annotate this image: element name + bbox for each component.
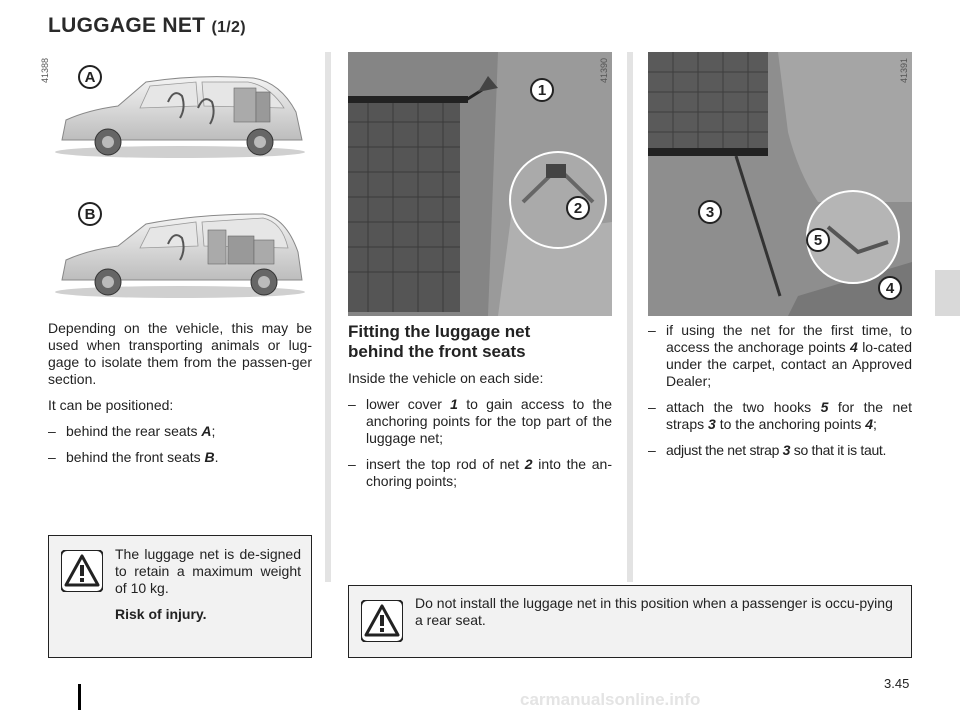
warning-triangle-icon (61, 550, 103, 592)
callout-4: 4 (878, 276, 902, 300)
anchoring-photo-figure: 41391 3 5 4 (648, 52, 912, 316)
figure-label-b: B (78, 202, 102, 226)
weight-warning-box: The luggage net is de-signed to retain a… (48, 535, 312, 658)
section-heading: Fitting the luggage net behind the front… (348, 322, 531, 361)
inside-paragraph: Inside the vehicle on each side: (348, 370, 544, 386)
callout-3: 3 (698, 200, 722, 224)
column-2-text: Fitting the luggage net behind the front… (348, 322, 612, 499)
warning-text: The luggage net is de-signed to retain a… (115, 546, 301, 596)
figure-code: 41390 (599, 58, 609, 84)
intro-paragraph: Depending on the vehicle, this may be us… (48, 320, 312, 387)
column-1-text: Depending on the vehicle, this may be us… (48, 320, 312, 475)
list-item: lower cover 1 to gain access to the anch… (348, 396, 612, 447)
page-number: 3.45 (884, 676, 910, 691)
callout-2: 2 (566, 196, 590, 220)
list-item: adjust the net strap 3 so that it is tau… (648, 442, 912, 459)
title-part: (1/2) (211, 19, 246, 36)
callout-5: 5 (806, 228, 830, 252)
warning-bold: Risk of injury. (115, 606, 207, 622)
fitting-photo-figure: 41390 1 2 (348, 52, 612, 316)
passenger-warning-text: Do not install the luggage net in this p… (415, 595, 893, 628)
column-3-text: if using the net for the first time, to … (648, 322, 912, 468)
anchoring-photo (648, 52, 912, 316)
list-item: behind the rear seats A; (48, 423, 312, 440)
car-a-illustration (55, 76, 305, 158)
column-gutter (325, 52, 331, 582)
page-title: LUGGAGE NET (1/2) (48, 14, 246, 37)
watermark: carmanualsonline.info (520, 690, 701, 709)
car-b-illustration (55, 213, 305, 298)
crop-mark (78, 684, 81, 710)
figure-code: 41391 (899, 58, 909, 84)
section-tab (935, 270, 960, 316)
list-item: behind the front seats B. (48, 449, 312, 466)
list-item: insert the top rod of net 2 into the an-… (348, 456, 612, 490)
column-gutter (627, 52, 633, 582)
list-item: if using the net for the first time, to … (648, 322, 912, 390)
passenger-warning-box: Do not install the luggage net in this p… (348, 585, 912, 658)
list-item: attach the two hooks 5 for the net strap… (648, 399, 912, 433)
vehicle-diagrams-figure: 41388 A B (40, 52, 312, 316)
luggage-net-photo (348, 52, 612, 316)
warning-triangle-icon (361, 600, 403, 642)
positioned-paragraph: It can be positioned: (48, 397, 174, 413)
figure-label-a: A (78, 65, 102, 89)
callout-1: 1 (530, 78, 554, 102)
